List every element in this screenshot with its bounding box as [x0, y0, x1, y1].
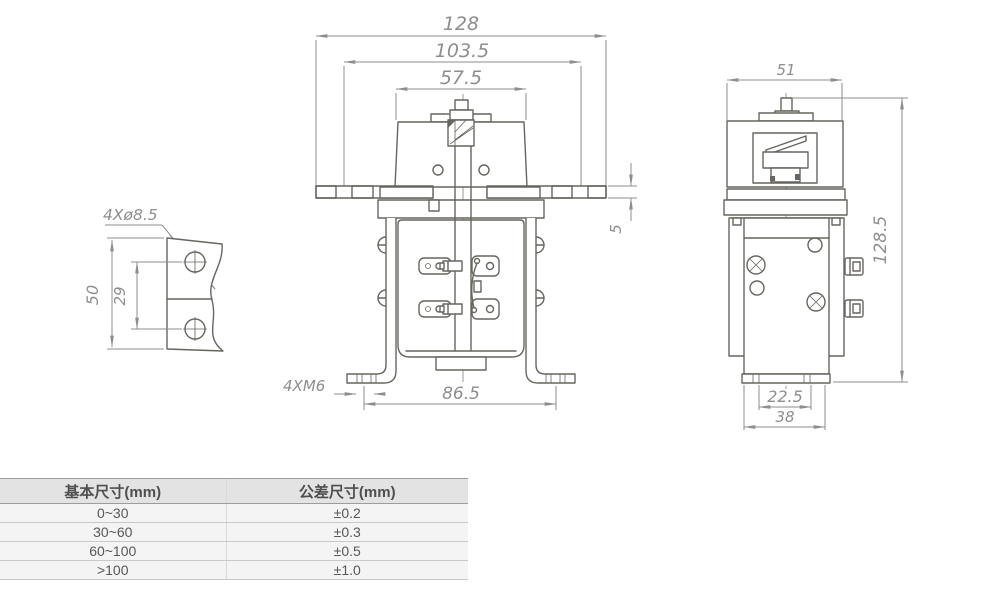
dim-panel-thickness: 5: [607, 163, 637, 234]
front-top-bolt: [430, 99, 492, 123]
dim-base-width-label: 38: [775, 408, 794, 426]
table-row: 60~100 ±0.5: [0, 541, 468, 561]
dim-side-width-label: 51: [776, 61, 795, 79]
mounting-bracket: [346, 218, 576, 384]
screw-head-cross: [806, 292, 826, 312]
front-view: 128 103.5 57.5: [283, 13, 637, 410]
dim-bracket-hole-spacing-label: 29: [111, 286, 129, 305]
bracket-plate: [166, 237, 224, 352]
terminals: [418, 255, 500, 320]
tolerance-table-header-row: 基本尺寸(mm) 公差尺寸(mm): [0, 478, 468, 504]
dim-bracket-height-label: 50: [83, 285, 102, 305]
cap-hole-right: [478, 164, 490, 176]
front-body: [397, 145, 525, 371]
dim-cap-width-label: 57.5: [440, 67, 482, 89]
cap-hole-left: [432, 164, 444, 176]
dim-overall-height: 128.5: [792, 97, 908, 383]
screw-hole: [749, 280, 765, 296]
front-view-dimensions-bottom: 4XM6 86.5: [283, 377, 557, 410]
dim-panel-thickness-label: 5: [607, 224, 625, 234]
label-foot-thread: 4XM6: [283, 377, 325, 395]
side-view-dimensions-top: 51: [726, 61, 843, 120]
front-view-dimensions-top: 128 103.5 57.5: [315, 13, 607, 186]
side-terminals: [844, 257, 864, 318]
table-row: >100 ±1.0: [0, 560, 468, 580]
col-basic-size: 基本尺寸(mm): [0, 478, 226, 504]
label-bracket-hole: 4Xø8.5: [103, 206, 158, 224]
col-tolerance: 公差尺寸(mm): [225, 478, 468, 504]
left-view-dimensions: 50 29: [83, 237, 182, 350]
front-cap: [394, 119, 528, 188]
dim-foot-hole-spacing-label: 86.5: [442, 384, 480, 404]
mounting-panel-section: [315, 185, 607, 199]
table-row: 30~60 ±0.3: [0, 522, 468, 542]
side-body: [728, 217, 845, 384]
screw-head-cross: [746, 255, 766, 275]
screw-hole: [807, 237, 823, 253]
table-row: 0~30 ±0.2: [0, 503, 468, 523]
side-view: 51: [723, 61, 908, 430]
tolerance-table: 基本尺寸(mm) 公差尺寸(mm) 0~30 ±0.2 30~60 ±0.3 6…: [0, 478, 468, 580]
side-view-dimensions-bottom: 22.5 38: [743, 385, 826, 430]
left-detail-view: 4Xø8.5 50 29: [83, 206, 224, 352]
coil-wire: [470, 262, 478, 309]
side-top-bolt: [758, 97, 814, 122]
dim-overall-height-label: 128.5: [871, 216, 891, 265]
side-head-box: [723, 120, 848, 216]
dim-overall-width-label: 128: [443, 13, 479, 35]
front-flange: [377, 199, 545, 219]
dim-mount-hole-spacing-label: 103.5: [435, 40, 489, 62]
dim-base-hole-spacing-label: 22.5: [767, 387, 803, 406]
